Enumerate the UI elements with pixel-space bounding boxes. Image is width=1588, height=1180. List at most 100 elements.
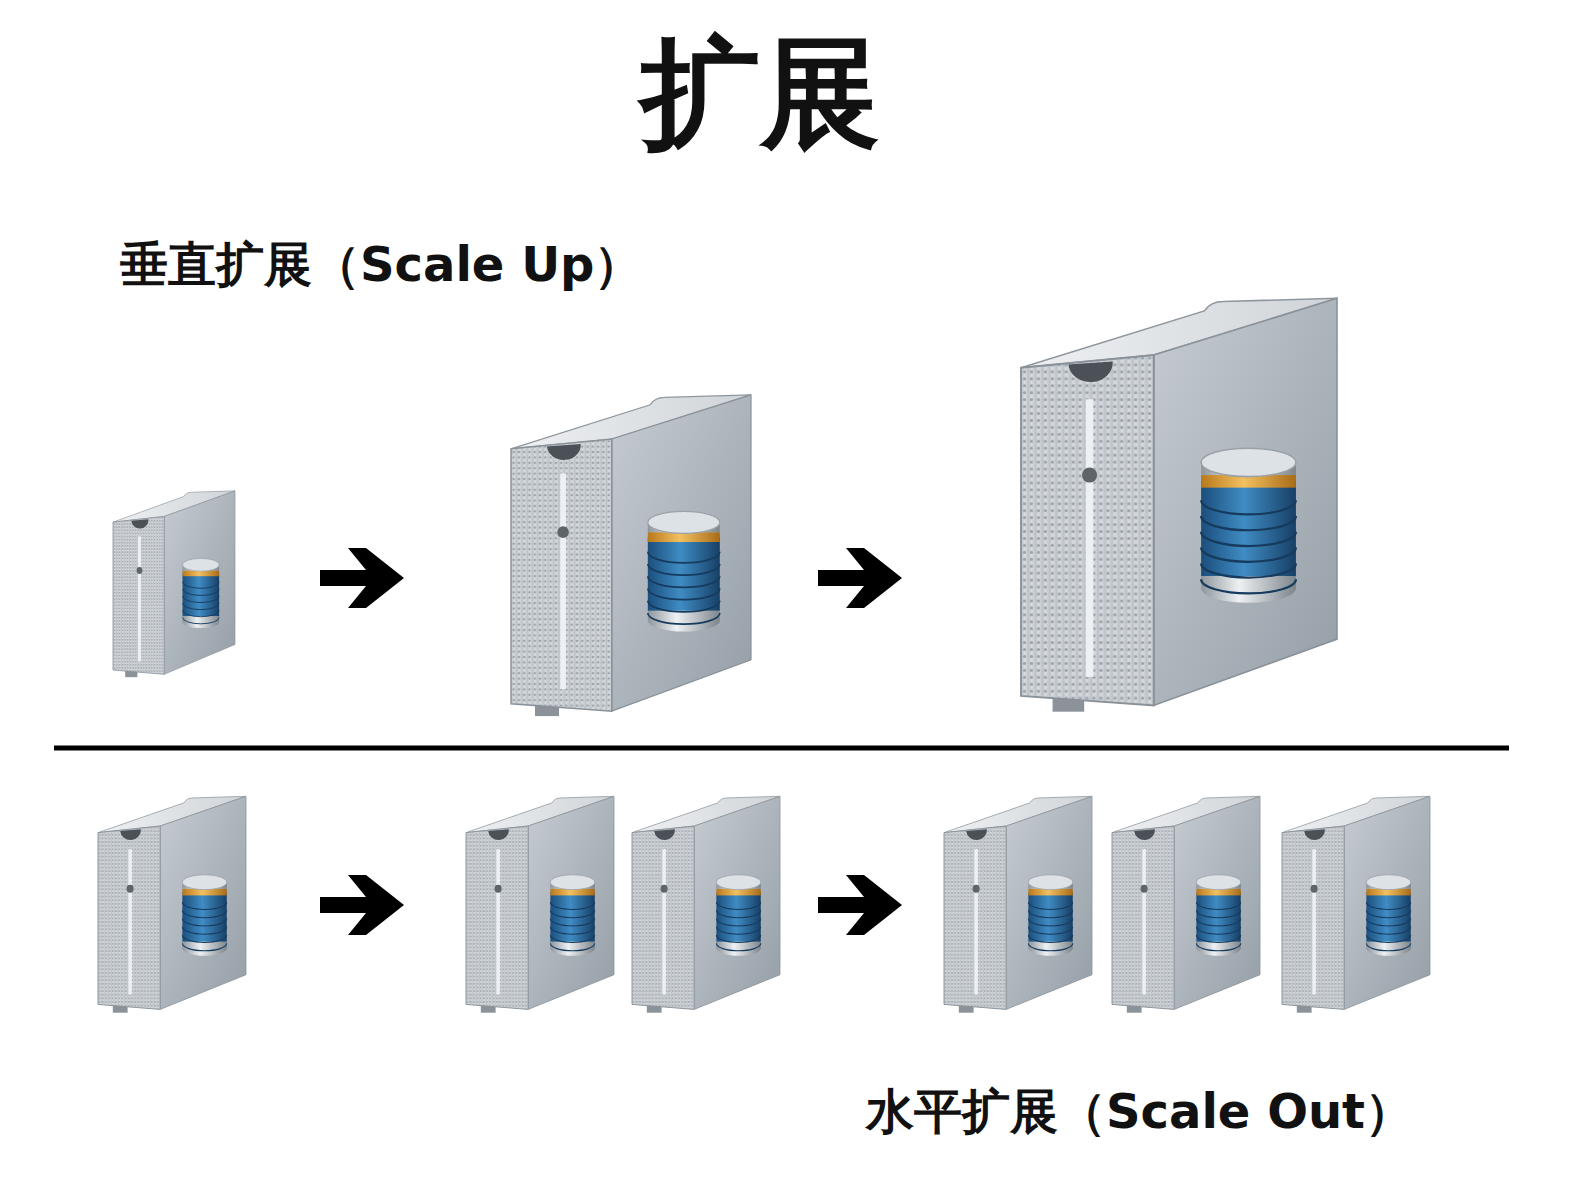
server-part <box>716 919 760 926</box>
server-part <box>632 826 694 1009</box>
server-part <box>716 910 760 917</box>
server-part <box>1006 796 1092 1009</box>
server-part <box>716 943 760 950</box>
server-part <box>557 526 569 538</box>
server-part <box>648 564 720 575</box>
server-part <box>1201 516 1296 530</box>
server-part <box>966 829 987 840</box>
server-part <box>648 576 720 587</box>
server-part <box>1366 875 1410 890</box>
server-part <box>716 875 760 890</box>
server-part <box>182 935 226 942</box>
server-part <box>1086 399 1094 677</box>
server-part <box>1154 298 1337 705</box>
server-icon <box>1021 298 1337 711</box>
server-part <box>1201 532 1296 546</box>
divider-line <box>54 746 1509 751</box>
server-part <box>1201 563 1296 577</box>
server-part <box>1028 927 1072 934</box>
server-part <box>694 796 780 1009</box>
server-part <box>488 829 509 840</box>
server-icon <box>466 796 614 1012</box>
server-part <box>661 885 668 893</box>
server-part <box>612 395 751 711</box>
server-part <box>98 826 160 1009</box>
server-part <box>550 919 594 926</box>
server-part <box>1028 943 1072 950</box>
section-label: 水平扩展（Scale Out） <box>866 1083 1413 1141</box>
server-part <box>1366 902 1410 909</box>
server-part <box>183 582 220 588</box>
server-part <box>1312 849 1316 994</box>
arrow-symbol <box>818 548 902 608</box>
server-part <box>182 943 226 950</box>
server-part <box>550 935 594 942</box>
server-part <box>1366 927 1410 934</box>
server-part <box>182 875 226 890</box>
server-part <box>1366 941 1410 956</box>
server-part <box>973 885 980 893</box>
server-part <box>648 537 720 611</box>
server-part <box>1311 885 1318 893</box>
server-icon <box>944 796 1092 1012</box>
server-part <box>1366 943 1410 950</box>
server-part <box>183 573 220 616</box>
section-label: 垂直扩展（Scale Up） <box>120 236 642 294</box>
server-part <box>1028 919 1072 926</box>
server-part <box>138 536 141 661</box>
server-part <box>183 596 220 602</box>
server-part <box>1282 826 1344 1009</box>
server-part <box>1028 910 1072 917</box>
server-part <box>182 927 226 934</box>
server-part <box>1304 829 1325 840</box>
server-part <box>1366 935 1410 942</box>
title: 扩展 <box>640 22 880 166</box>
server-part <box>1028 875 1072 890</box>
arrow-symbol <box>320 875 404 935</box>
server-part <box>974 849 978 994</box>
server-part <box>1112 826 1174 1009</box>
server-part <box>1201 448 1296 476</box>
server-part <box>1196 943 1240 950</box>
server-part <box>183 603 220 609</box>
server-part <box>550 910 594 917</box>
server-part <box>1201 548 1296 562</box>
server-part <box>182 902 226 909</box>
server-part <box>1021 355 1154 705</box>
server-part <box>127 885 134 893</box>
server-part <box>648 511 720 533</box>
server-part <box>511 439 612 711</box>
server-part <box>1068 361 1112 382</box>
server-part <box>1196 902 1240 909</box>
server-part <box>1366 919 1410 926</box>
server-icon <box>511 395 751 716</box>
server-part <box>648 609 720 631</box>
server-part <box>1082 467 1097 482</box>
server-part <box>716 927 760 934</box>
server-part <box>1134 829 1155 840</box>
server-part <box>1196 919 1240 926</box>
server-part <box>1028 935 1072 942</box>
server-part <box>120 829 141 840</box>
server-part <box>495 885 502 893</box>
server-part <box>662 849 666 994</box>
server-part <box>716 902 760 909</box>
server-part <box>1196 910 1240 917</box>
server-part <box>550 875 594 890</box>
server-part <box>137 567 143 574</box>
server-part <box>560 473 566 689</box>
server-part <box>466 826 528 1009</box>
server-icon <box>632 796 780 1012</box>
server-part <box>1196 892 1240 942</box>
server-part <box>1196 875 1240 890</box>
server-part <box>1366 892 1410 942</box>
server-part <box>716 892 760 942</box>
server-part <box>164 491 235 674</box>
arrow-symbol <box>818 875 902 935</box>
server-icon <box>98 796 246 1012</box>
server-icon <box>1282 796 1430 1012</box>
server-part <box>1344 796 1430 1009</box>
server-part <box>1196 935 1240 942</box>
server-part <box>182 910 226 917</box>
